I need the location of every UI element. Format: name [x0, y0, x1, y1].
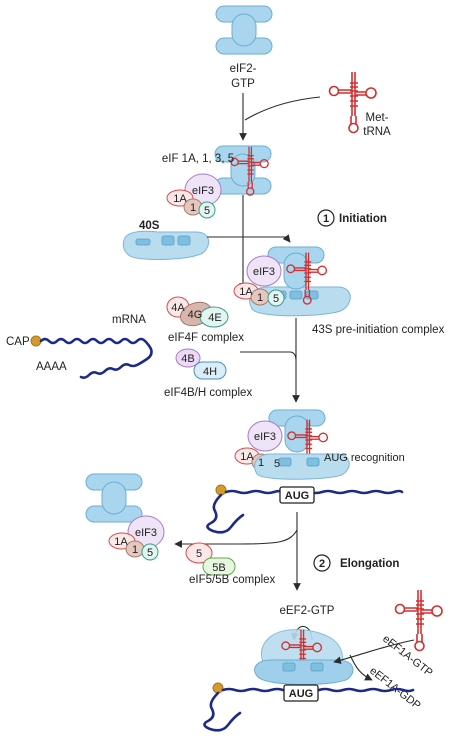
- eif2-gtp-glyph: [215, 5, 273, 55]
- eif1a-label-released: 1A: [114, 536, 128, 548]
- met-trna-label-line2: tRNA: [363, 126, 391, 138]
- mrna-strand: [39, 337, 153, 379]
- met-trna-label-line1: Met-: [366, 112, 389, 124]
- eif5-label-top: 5: [204, 205, 210, 217]
- eif-cluster-top: [166, 173, 222, 219]
- aug-label-2: AUG: [289, 688, 313, 700]
- eif5b-label: 5B: [212, 562, 225, 574]
- eef1a-arrow: [333, 639, 415, 664]
- 43s-pic-label: 43S pre-initiation complex: [312, 324, 445, 336]
- aug-box: [279, 486, 315, 504]
- released-eif2-glyph: [85, 473, 143, 523]
- eif55b-complex-glyph: [185, 542, 236, 576]
- step1-number: 1: [323, 213, 329, 225]
- eif55b-complex-label: eIF5/5B complex: [189, 574, 276, 586]
- eif1a-label-top: 1A: [173, 193, 187, 205]
- step1-badge: [317, 209, 335, 227]
- mrna-strand-2: [206, 489, 404, 534]
- step1-label: Initiation: [339, 213, 387, 225]
- 40s-subunit-glyph: [122, 230, 210, 260]
- aug-recognition-label: AUG recognition: [324, 452, 405, 464]
- eif1a-label-43s: 1A: [239, 286, 253, 298]
- 43s-complex-glyph: [233, 246, 351, 317]
- eif5-label-aug: 5: [274, 458, 280, 470]
- aug-box-2: [283, 684, 319, 702]
- ternary-complex-glyph: [214, 145, 272, 196]
- mrna-strand-3: [203, 687, 415, 732]
- aug-label: AUG: [285, 490, 309, 502]
- eif4e-label: 4E: [208, 312, 221, 324]
- elongating-ribosome-glyph: [254, 628, 354, 685]
- eef1a-gtp-label: eEF1A-GTP: [380, 633, 435, 679]
- eif4f-complex-glyph: [166, 296, 229, 328]
- eef2-gtp-label: eEF2-GTP: [280, 605, 335, 617]
- eif5-label-complex: 5: [196, 548, 202, 560]
- step2-label: Elongation: [340, 558, 399, 570]
- eif4g-label: 4G: [188, 309, 203, 321]
- incoming-trna-glyph: [394, 589, 443, 652]
- eif4a-label: 4A: [171, 302, 185, 314]
- eif3-label-43s: eIF3: [253, 266, 275, 278]
- eif-1a-1-3-5-label: eIF 1A, 1, 3, 5: [162, 153, 234, 165]
- cap-label: CAP: [6, 336, 30, 348]
- eif3-label-top: eIF3: [192, 185, 214, 197]
- cap-glyph-2: [215, 484, 227, 496]
- eif5-label-released: 5: [147, 547, 153, 559]
- eef1a-gdp-arrow: [349, 654, 373, 681]
- cap-glyph-3: [212, 682, 224, 694]
- eif5-label-43s: 5: [273, 293, 279, 305]
- arrow-40s-join: [207, 234, 291, 243]
- eif4h-label: 4H: [203, 366, 217, 378]
- mrna-label: mRNA: [112, 314, 146, 326]
- eif4b-label: 4B: [181, 353, 194, 365]
- eif2-gtp-label-line2: GTP: [231, 78, 255, 90]
- eif1-label-released: 1: [132, 544, 138, 556]
- eif1-label-top: 1: [190, 202, 196, 214]
- eif3-label-aug: eIF3: [254, 431, 276, 443]
- step2-number: 2: [319, 558, 325, 570]
- trna-join-line: [244, 96, 321, 121]
- eif3-label-released: eIF3: [135, 527, 157, 539]
- cap-glyph: [30, 335, 42, 347]
- eif2-gtp-label-line1: eIF2-: [230, 63, 257, 75]
- aug-complex-glyph: [234, 409, 350, 480]
- eif4bh-complex-label: eIF4B/H complex: [164, 387, 252, 399]
- eif1-label-43s: 1: [257, 292, 263, 304]
- eif4f-complex-label: eIF4F complex: [168, 332, 244, 344]
- 40s-label: 40S: [139, 220, 160, 232]
- release-arrow: [174, 529, 298, 548]
- released-eif-cluster: [108, 515, 165, 561]
- step2-badge: [313, 554, 331, 572]
- mrna-join-line: [240, 351, 297, 361]
- eif4bh-complex-glyph: [175, 348, 227, 380]
- eif1-label-aug: 1: [258, 457, 264, 469]
- eif1a-label-aug: 1A: [240, 451, 254, 463]
- polya-label: AAAA: [36, 361, 67, 373]
